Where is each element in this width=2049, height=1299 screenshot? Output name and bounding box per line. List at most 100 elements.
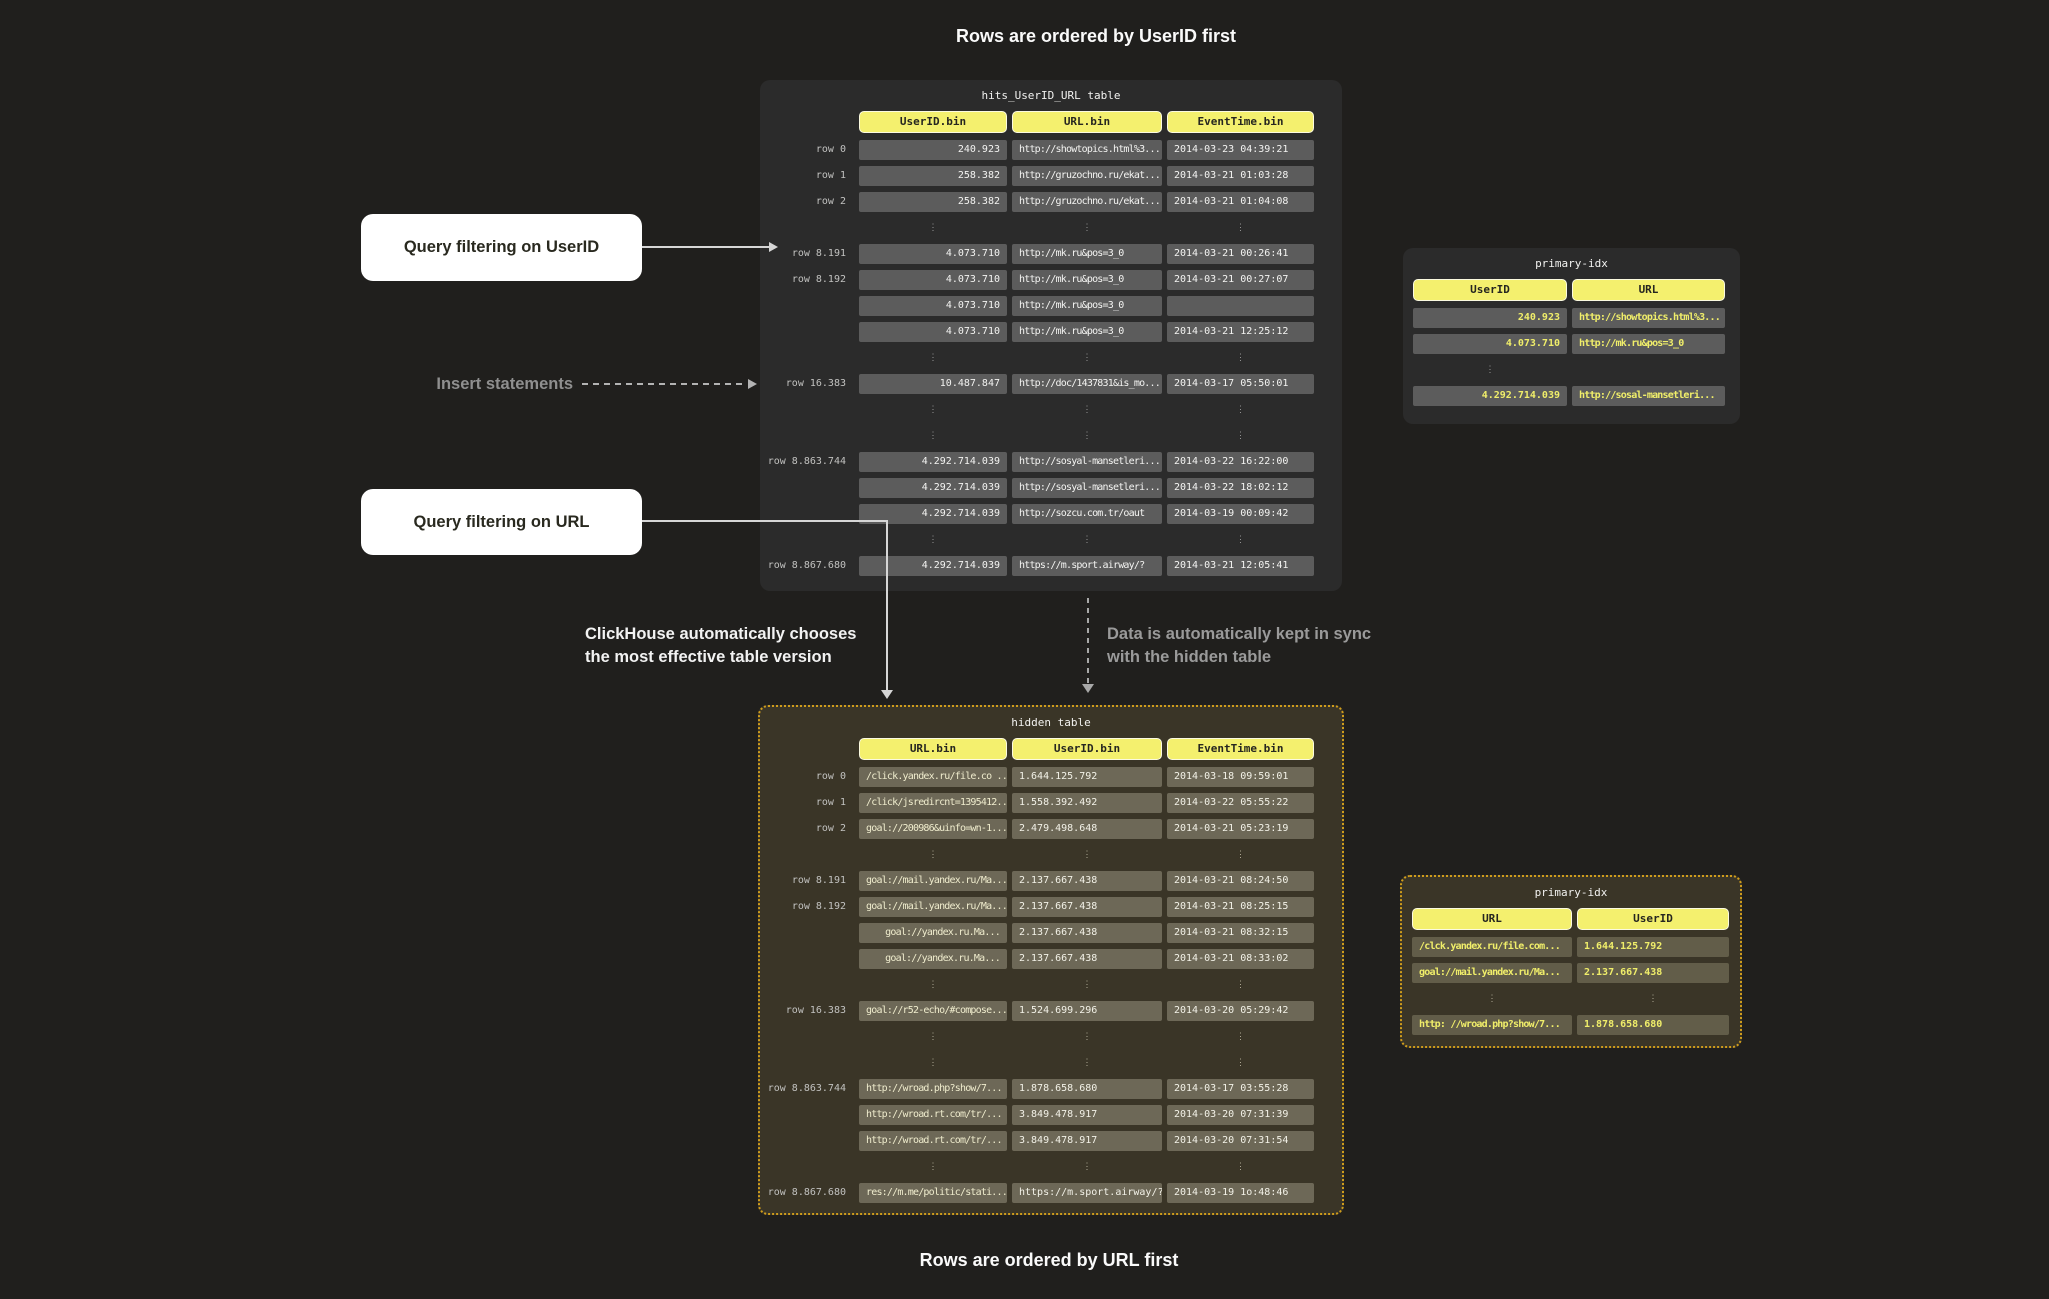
table-row: ⋮⋮⋮ [760,1157,1342,1177]
ellipsis: ⋮ [928,1058,938,1068]
ellipsis: ⋮ [1082,535,1092,545]
sync-note-line2: with the hidden table [1107,648,1272,666]
table-cell: 2014-03-18 09:59:01 [1167,767,1314,787]
row-label: row 1 [815,797,846,808]
query-url-label: Query filtering on URL [413,512,590,531]
row-label [760,1131,854,1151]
table-cell [1167,296,1314,316]
table-cell: 2014-03-21 00:26:41 [1167,244,1314,264]
column-header: UserID.bin [859,111,1007,133]
table-cell: http://sosyal-mansetleri... [1012,452,1162,472]
table-row: ⋮⋮⋮ [760,426,1342,446]
table-cell: 2014-03-21 08:32:15 [1167,923,1314,943]
table-cell: 4.292.714.039 [859,452,1007,472]
query-userid-arrowhead-icon [769,242,778,252]
table-row: ⋮⋮⋮ [760,400,1342,420]
query-url-arrow-horizontal [642,520,888,522]
row-label [760,1157,854,1177]
table-cell: 1.644.125.792 [1012,767,1162,787]
table-row: ⋮⋮ [1412,989,1730,1009]
ellipsis: ⋮ [1082,980,1092,990]
table-cell: 2.479.498.648 [1012,819,1162,839]
table-cell: 2014-03-22 05:55:22 [1167,793,1314,813]
ellipsis: ⋮ [1236,431,1245,441]
row-label [760,348,854,368]
ellipsis: ⋮ [928,1162,938,1172]
table-cell: res://m.me/politic/stati... [859,1183,1007,1203]
table-cell: goal://mail.yandex.ru/Ma... [859,897,1007,917]
clickhouse-note: ClickHouse automatically chooses the mos… [585,623,856,669]
row-label-spacer [760,111,854,133]
query-url-arrowhead-icon [881,690,893,699]
ellipsis: ⋮ [1236,353,1245,363]
column-header: URL [1572,279,1725,301]
table-cell: 4.292.714.039 [859,556,1007,576]
table-row: row 0/click.yandex.ru/file.co ...1.644.1… [760,767,1342,787]
ellipsis: ⋮ [928,1032,938,1042]
table-row: goal://mail.yandex.ru/Ma...2.137.667.438 [1412,963,1730,983]
table-cell: goal://mail.yandex.ru/Ma... [1412,963,1572,983]
table-row: ⋮⋮⋮ [760,845,1342,865]
ellipsis: ⋮ [1236,1162,1245,1172]
column-header: UserID [1413,279,1567,301]
row-label: row 8.192 [791,901,846,912]
top-headline: Rows are ordered by UserID first [955,26,1237,46]
row-label [760,530,854,550]
table-cell: http://gruzochno.ru/ekat... [1012,166,1162,186]
ellipsis: ⋮ [928,535,938,545]
table-row: ⋮⋮⋮ [760,1027,1342,1047]
table-cell: 2014-03-22 16:22:00 [1167,452,1314,472]
query-userid-label-box: Query filtering on UserID [361,214,642,281]
table-cell: 2014-03-21 08:25:15 [1167,897,1314,917]
ellipsis: ⋮ [1236,405,1245,415]
table-cell: 240.923 [1413,308,1567,328]
table-row: /clck.yandex.ru/file.com...1.644.125.792 [1412,937,1730,957]
table-cell: 4.292.714.039 [859,478,1007,498]
table-cell: 4.073.710 [859,244,1007,264]
ellipsis: ⋮ [928,353,938,363]
table-cell: 258.382 [859,192,1007,212]
table-cell: http://wroad.rt.com/tr/... [859,1131,1007,1151]
table-cell: http://sozcu.com.tr/oaut [1012,504,1162,524]
sync-arrow [1087,598,1089,686]
row-label [760,845,854,865]
ellipsis: ⋮ [1485,365,1495,375]
table-cell: 2014-03-20 07:31:39 [1167,1105,1314,1125]
table-cell: 10.487.847 [859,374,1007,394]
row-label: row 8.191 [791,875,846,886]
table-cell: 2014-03-17 03:55:28 [1167,1079,1314,1099]
sync-note-line1: Data is automatically kept in sync [1107,625,1372,643]
column-header: EventTime.bin [1167,111,1314,133]
ellipsis: ⋮ [1082,431,1092,441]
row-label: row 16.383 [785,378,846,389]
sync-arrowhead-icon [1082,684,1094,693]
table-cell: 2014-03-21 08:24:50 [1167,871,1314,891]
row-label [760,400,854,420]
row-label [760,426,854,446]
table-cell: 3.849.478.917 [1012,1105,1162,1125]
row-label [760,1105,854,1125]
table-cell: http://doc/1437831&is_mo... [1012,374,1162,394]
column-header: UserID.bin [1012,738,1162,760]
ellipsis: ⋮ [1082,223,1092,233]
row-label [760,322,854,342]
table-cell: http://wroad.rt.com/tr/... [859,1105,1007,1125]
table-cell: 2014-03-21 12:25:12 [1167,322,1314,342]
row-label: row 8.867.680 [767,1187,846,1198]
